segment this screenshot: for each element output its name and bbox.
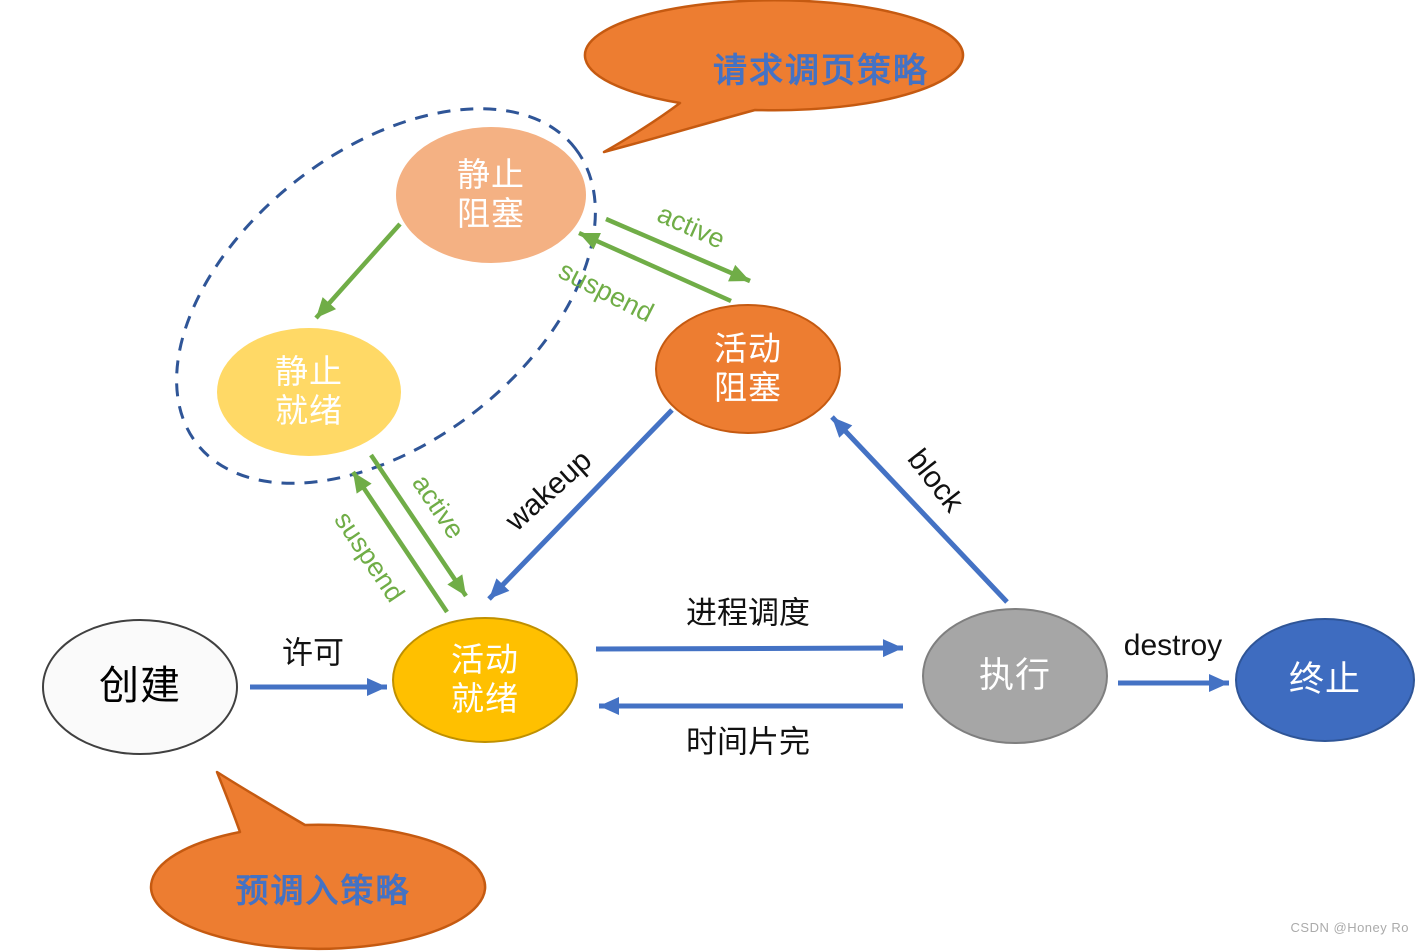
node-active-ready: 活动 就绪	[392, 617, 578, 743]
node-static-ready-line1: 静止	[275, 353, 343, 391]
node-static-blocked: 静止 阻塞	[396, 127, 586, 263]
node-active-blocked-line1: 活动	[714, 330, 782, 368]
node-terminated-label: 终止	[1288, 660, 1361, 700]
node-static-ready: 静止 就绪	[217, 328, 401, 456]
dashed-group-ellipse	[175, 107, 597, 485]
speech-bubble-bottom	[149, 770, 487, 951]
node-running-label: 执行	[978, 656, 1051, 696]
arrow-block	[830, 415, 1009, 604]
arrow-suspend-mid	[351, 470, 449, 614]
edge-label-destroy: destroy	[1123, 629, 1223, 662]
edge-label-dispatch: 进程调度	[686, 595, 810, 631]
arrow-suspend-inner	[314, 222, 402, 320]
bubble-label-request-paging: 请求调页策略	[713, 52, 929, 90]
node-active-ready-line2: 就绪	[451, 680, 519, 717]
node-static-blocked-line1: 静止	[457, 156, 525, 194]
node-active-blocked: 活动 阻塞	[655, 304, 841, 434]
arrow-active-mid	[369, 453, 468, 598]
node-static-ready-line2: 就绪	[275, 392, 343, 429]
arrow-active-top	[605, 216, 751, 284]
node-create: 创建	[42, 619, 238, 755]
edge-label-timeslice: 时间片完	[686, 724, 810, 760]
bubble-label-preload: 预调入策略	[235, 872, 411, 909]
node-create-label: 创建	[99, 664, 181, 709]
arrow-wakeup	[487, 408, 674, 601]
node-active-blocked-line2: 阻塞	[714, 369, 782, 406]
node-running: 执行	[922, 608, 1108, 744]
edge-label-admit: 许可	[282, 635, 344, 671]
speech-bubble-top	[583, 0, 965, 154]
node-active-ready-line1: 活动	[451, 641, 519, 679]
arrow-suspend-top	[578, 230, 732, 304]
node-static-blocked-line2: 阻塞	[457, 195, 525, 232]
arrow-dispatch	[595, 639, 904, 658]
watermark-text: CSDN @Honey Ro	[1290, 920, 1409, 935]
node-terminated: 终止	[1235, 618, 1415, 742]
